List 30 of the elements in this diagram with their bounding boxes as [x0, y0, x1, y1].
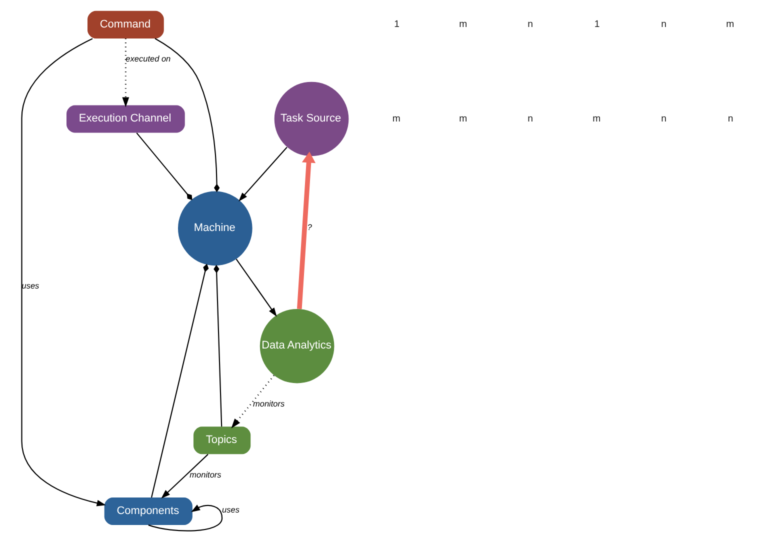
connector [154, 38, 220, 192]
label: 1 [594, 19, 600, 30]
label: m [392, 114, 400, 125]
label: n [661, 19, 667, 30]
label: n [661, 114, 667, 125]
arrow [21, 38, 106, 506]
label: m [726, 19, 734, 30]
connector [214, 264, 222, 427]
node-box: Components [104, 498, 192, 526]
connector [150, 264, 209, 498]
node-box: Command [87, 10, 164, 38]
node-box: Topics [193, 426, 251, 454]
connector [136, 132, 192, 200]
arrow [161, 454, 208, 499]
arrow [231, 374, 275, 428]
arrow [122, 38, 130, 108]
node-circle: Data Analytics [260, 308, 334, 384]
label: 1 [394, 19, 400, 30]
label: n [528, 114, 533, 125]
label: n [728, 114, 734, 125]
arrow [236, 258, 277, 317]
arrow [238, 146, 288, 202]
node-circle: Task Source [274, 82, 349, 156]
label: m [459, 114, 468, 125]
node-box: Execution Channel [66, 105, 185, 133]
arrow [296, 152, 316, 310]
label: m [459, 19, 468, 30]
label: n [528, 19, 533, 30]
label: m [592, 114, 601, 125]
arrow [148, 504, 223, 532]
